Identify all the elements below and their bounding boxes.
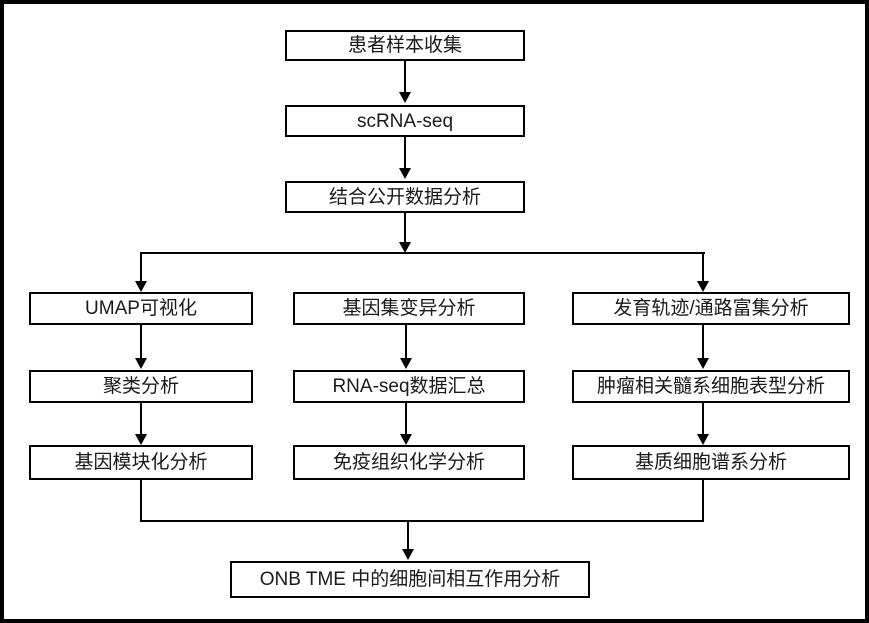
connector-line bbox=[404, 137, 406, 169]
node-rna-seq-data-summary: RNA-seq数据汇总 bbox=[293, 370, 525, 403]
connector-line bbox=[140, 325, 142, 359]
connector-line bbox=[405, 325, 407, 359]
arrowhead-down-icon bbox=[400, 434, 412, 445]
node-gene-set-variation-analysis: 基因集变异分析 bbox=[293, 292, 525, 325]
arrowhead-down-icon bbox=[135, 358, 147, 369]
arrowhead-down-icon bbox=[697, 358, 709, 369]
branch-bar-top bbox=[140, 252, 705, 254]
connector-line bbox=[702, 254, 704, 282]
node-patient-sample-collection: 患者样本收集 bbox=[285, 30, 525, 61]
connector-line bbox=[702, 403, 704, 435]
arrowhead-down-icon bbox=[399, 92, 411, 103]
arrowhead-down-icon bbox=[399, 168, 411, 179]
node-stromal-cell-lineage-analysis: 基质细胞谱系分析 bbox=[572, 445, 850, 480]
connector-line bbox=[140, 254, 142, 282]
node-scrna-seq: scRNA-seq bbox=[285, 105, 525, 137]
arrowhead-down-icon bbox=[697, 434, 709, 445]
connector-line bbox=[407, 522, 409, 550]
connector-line bbox=[702, 325, 704, 359]
node-developmental-trajectory-pathway-enrichment: 发育轨迹/通路富集分析 bbox=[572, 292, 850, 325]
connector-line bbox=[702, 480, 704, 522]
arrowhead-down-icon bbox=[697, 281, 709, 292]
arrowhead-down-icon bbox=[400, 358, 412, 369]
connector-line bbox=[404, 213, 406, 243]
branch-bar-bottom bbox=[140, 520, 704, 522]
arrowhead-down-icon bbox=[402, 549, 414, 560]
connector-line bbox=[140, 480, 142, 522]
node-onb-tme-cell-interaction-analysis: ONB TME 中的细胞间相互作用分析 bbox=[230, 561, 590, 598]
node-tumor-associated-myeloid-phenotype-analysis: 肿瘤相关髓系细胞表型分析 bbox=[572, 370, 850, 403]
node-clustering-analysis: 聚类分析 bbox=[29, 370, 253, 403]
node-immunohistochemistry-analysis: 免疫组织化学分析 bbox=[293, 445, 525, 480]
node-combined-public-data-analysis: 结合公开数据分析 bbox=[285, 181, 525, 213]
arrowhead-down-icon bbox=[135, 434, 147, 445]
node-umap-visualization: UMAP可视化 bbox=[29, 292, 253, 325]
connector-line bbox=[404, 61, 406, 93]
connector-line bbox=[405, 403, 407, 435]
arrowhead-down-icon bbox=[399, 242, 411, 253]
node-gene-module-analysis: 基因模块化分析 bbox=[29, 445, 253, 480]
connector-line bbox=[140, 403, 142, 435]
arrowhead-down-icon bbox=[135, 281, 147, 292]
